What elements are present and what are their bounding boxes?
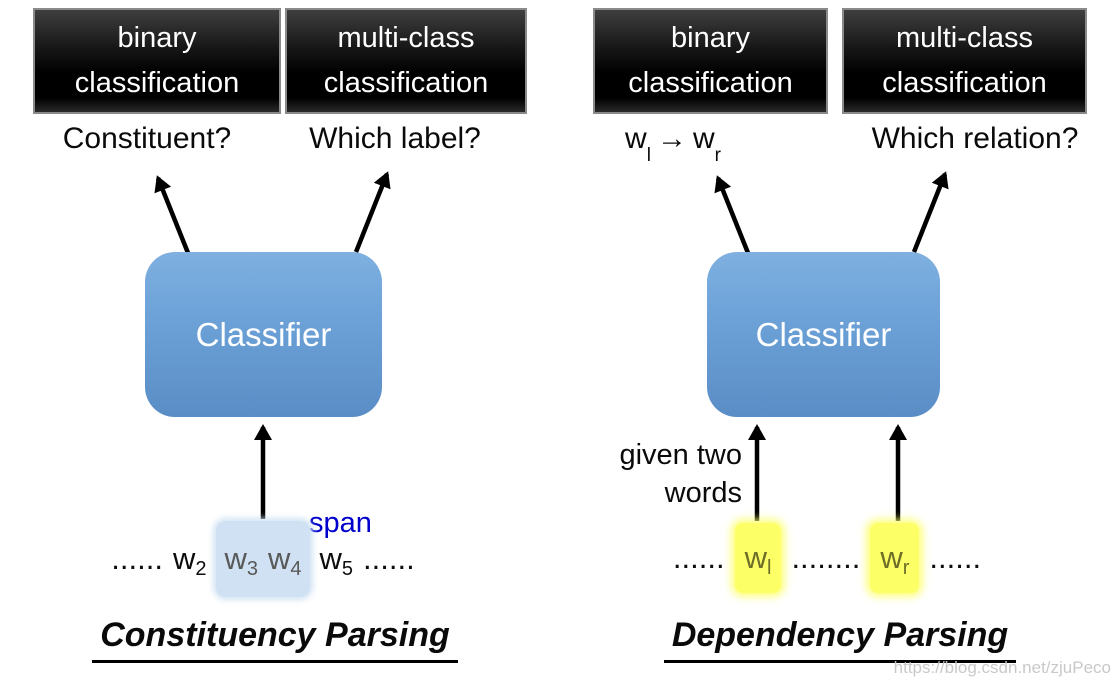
right-dots-mid: ........	[791, 540, 861, 575]
left-classifier-label: Classifier	[195, 315, 332, 353]
left-title-wrap: Constituency Parsing	[0, 616, 550, 663]
right-dots-end: ......	[929, 540, 982, 575]
right-classifier-box: Classifier	[707, 252, 940, 417]
left-classifier-box: Classifier	[145, 252, 382, 417]
left-multiclass-question: Which label?	[309, 122, 481, 155]
right-multiclass-classification-label: multi-class classification	[882, 22, 1047, 99]
right-classifier-label: Classifier	[755, 315, 892, 353]
watermark: https://blog.csdn.net/zjuPeco	[893, 658, 1111, 677]
right-binary-classification-box: binary classification	[593, 8, 828, 114]
arrow-left-classifier-to-multiclass	[353, 171, 391, 253]
right-multiclass-classification-box: multi-class classification	[842, 8, 1087, 114]
left-multiclass-classification-label: multi-class classification	[323, 22, 489, 99]
arrow-right-classifier-to-binary	[714, 175, 751, 254]
left-binary-question: Constituent?	[62, 122, 232, 155]
right-dots-start: ......	[672, 540, 725, 575]
right-binary-classification-label: binary classification	[628, 22, 793, 99]
left-binary-classification-label: binary classification	[74, 22, 240, 99]
right-title-wrap: Dependency Parsing	[565, 616, 1115, 663]
arrow-right-classifier-to-multiclass	[911, 171, 949, 253]
right-binary-question: wl→wr	[625, 122, 721, 166]
left-multiclass-classification-box: multi-class classification	[285, 8, 527, 114]
left-dots-start: ......	[111, 541, 163, 576]
constituency-parsing-title: Constituency Parsing	[92, 616, 458, 663]
span-label: span	[309, 507, 372, 539]
dependency-parsing-title: Dependency Parsing	[663, 616, 1017, 663]
right-multiclass-question: Which relation?	[871, 122, 1079, 155]
left-dots-end: ......	[363, 541, 415, 576]
left-binary-classification-box: binary classification	[33, 8, 281, 114]
dependency-arrow-glyph: →	[656, 122, 687, 155]
given-two-words-note: given two words	[619, 439, 742, 510]
arrow-left-classifier-to-binary	[154, 175, 191, 254]
